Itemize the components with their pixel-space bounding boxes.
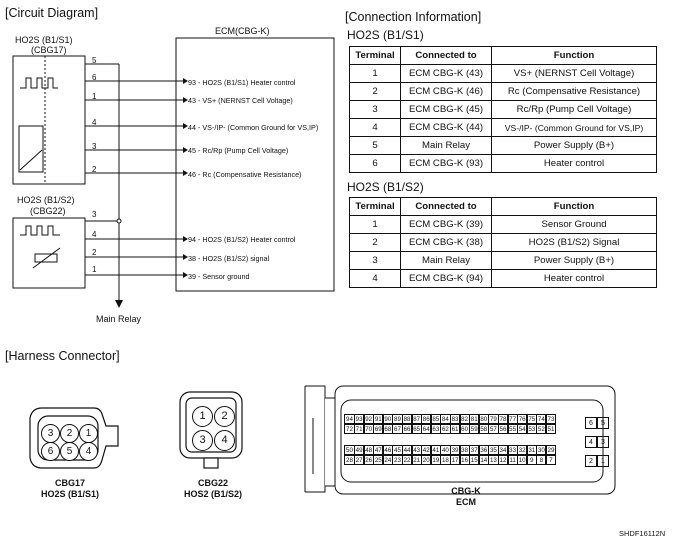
ecm-pin-38: 38 - HO2S (B1/S2) signal [188,254,270,263]
ecm-pin-45: 45 - Rc/Rp (Pump Cell Voltage) [188,146,289,155]
cbgk-side-pin: 3 [597,436,609,448]
s1-pin: 4 [92,118,97,127]
cbg17-pin: 2 [60,424,79,443]
cbg22-pin: 3 [192,430,213,451]
cbgk-pin: 51 [545,424,557,434]
ecm-box [175,37,335,292]
s1-pin: 3 [92,142,97,151]
ecm-pin-43: 43 - VS+ (NERNST Cell Voltage) [188,96,293,105]
cbg17-pin: 5 [60,442,79,461]
col-connected: Connected to [400,46,492,65]
s1-pin: 1 [92,92,97,101]
sensor1-name: HO2S (B1/S1) [15,35,73,45]
figure-code: SHDF16112N [619,529,666,538]
cbg17-pins: 3 2 1 6 5 4 [26,402,126,476]
ecm-pin-46: 46 - Rc (Compensative Resistance) [188,170,302,179]
s1-pin: 6 [92,73,97,82]
ecm-label: ECM(CBG-K) [215,26,270,36]
circuit-diagram-title: [Circuit Diagram] [5,6,99,20]
cbgk-side-pin: 5 [597,417,609,429]
cbg17-pin: 6 [41,442,60,461]
cbg17-pin: 1 [79,424,98,443]
cbg22-pin: 1 [192,406,213,427]
cbg17-pin: 4 [79,442,98,461]
col-function: Function [491,46,657,65]
sensor2-name: HO2S (B1/S2) [17,195,75,205]
cbgk-side-pin: 4 [585,436,597,448]
cbgk-side-pin: 6 [585,417,597,429]
ecm-pin-39: 39 - Sensor ground [188,272,250,281]
col-connected: Connected to [400,197,492,216]
cbg22-connector [179,391,243,469]
ecm-pin-44: 44 - VS-/IP- (Common Ground for VS,IP) [188,123,319,132]
table1-title: HO2S (B1/S1) [347,28,424,42]
col-terminal: Terminal [349,197,401,216]
cbg22-pin: 2 [214,406,235,427]
s1-pin: 5 [92,56,97,65]
ecm-pin-94: 94 - HO2S (B1/S2) Heater control [188,235,296,244]
col-terminal: Terminal [349,46,401,65]
cbg22-pin: 4 [214,430,235,451]
s2-pin: 3 [92,210,97,219]
cbgk-connector [304,385,616,495]
connection-info-title: [Connection Information] [345,10,482,24]
col-function: Function [491,197,657,216]
sensor2-box [12,217,86,289]
cbgk-side-pin: 2 [585,455,597,467]
cbgk-pin: 7 [545,455,557,465]
ecm-pin-93: 93 - HO2S (B1/S1) Heater control [188,78,296,87]
s2-pin: 4 [92,230,97,239]
sensor1-connector: (CBG17) [31,45,67,55]
harness-connector-title: [Harness Connector] [5,349,120,363]
s2-pin: 2 [92,248,97,257]
cbgk-pin: 29 [545,445,557,455]
cbgk-pin: 73 [545,414,557,424]
circuit-wiring [12,37,335,308]
cbgk-side-pin: 1 [597,455,609,467]
sensor1-box [12,55,86,185]
s1-pin: 2 [92,165,97,174]
s2-pin: 1 [92,265,97,274]
cbg17-pin: 3 [41,424,60,443]
sensor2-connector: (CBG22) [30,206,66,216]
table2-title: HO2S (B1/S2) [347,180,424,194]
main-relay-label: Main Relay [96,314,142,324]
